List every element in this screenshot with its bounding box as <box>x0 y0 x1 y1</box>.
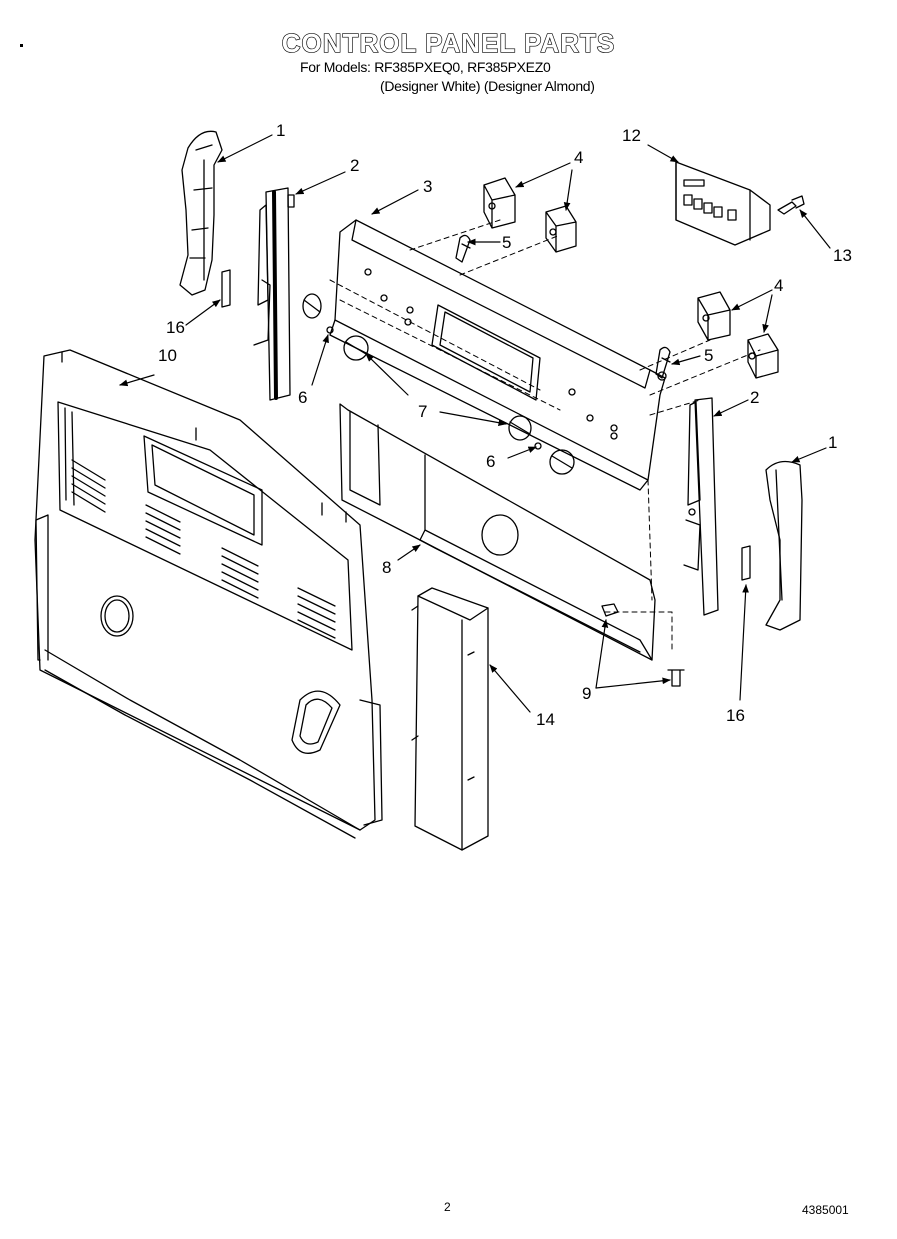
part-12-clock <box>675 161 771 246</box>
part-9-screws <box>601 603 685 687</box>
part-5-wires <box>455 234 671 379</box>
part-3-control-panel <box>329 219 667 491</box>
callout-4-top: 4 <box>574 148 584 167</box>
callout-3: 3 <box>423 177 433 196</box>
callout-4-right: 4 <box>774 276 784 295</box>
variants-line: (Designer White) (Designer Almond) <box>380 78 595 94</box>
vent-slots-left <box>71 459 336 639</box>
callout-9: 9 <box>582 684 592 703</box>
callout-13: 13 <box>833 246 852 265</box>
part-8-lower-panel <box>339 403 656 661</box>
callout-1-right: 1 <box>828 433 838 452</box>
callout-8: 8 <box>382 558 392 577</box>
callout-5-right: 5 <box>704 346 714 365</box>
callout-2-left: 2 <box>350 156 360 175</box>
part-7-knobs <box>302 293 575 475</box>
part-1-end-cap-right <box>765 460 803 631</box>
part-4-switches <box>483 177 779 379</box>
callout-14: 14 <box>536 710 555 729</box>
callout-6-left: 6 <box>298 388 308 407</box>
leader-lines <box>119 134 831 713</box>
callout-16-right: 16 <box>726 706 745 725</box>
callout-1-left: 1 <box>276 121 286 140</box>
part-2-side-bracket-left <box>253 187 295 401</box>
part-13-clock-screw <box>777 195 805 215</box>
part-16-clip-left <box>221 269 231 308</box>
stray-mark <box>20 44 23 47</box>
part-2-side-bracket-right <box>683 397 719 616</box>
page-title: CONTROL PANEL PARTS <box>281 27 616 58</box>
callout-16-left: 16 <box>166 318 185 337</box>
callout-10: 10 <box>158 346 177 365</box>
page-number: 2 <box>444 1200 451 1214</box>
part-6-screws <box>326 326 542 450</box>
part-10-rear-panel <box>34 349 383 839</box>
callout-12: 12 <box>622 126 641 145</box>
callout-6-mid: 6 <box>486 452 496 471</box>
assembly-dashed-lines <box>329 219 761 651</box>
part-14-divider <box>411 587 489 851</box>
callout-7: 7 <box>418 402 428 421</box>
part-1-end-cap-left <box>179 130 223 296</box>
callout-2-right: 2 <box>750 388 760 407</box>
part-16-clip-right <box>741 545 751 581</box>
callout-5-top: 5 <box>502 233 512 252</box>
models-line: For Models: RF385PXEQ0, RF385PXEZ0 <box>300 59 551 75</box>
document-number: 4385001 <box>802 1203 849 1217</box>
